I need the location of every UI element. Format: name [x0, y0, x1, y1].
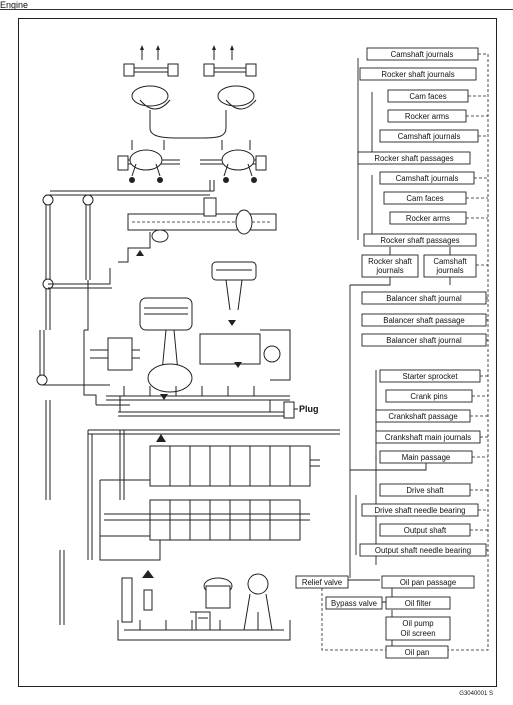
box-crankshaft-main-journals: Crankshaft main journals: [375, 430, 481, 444]
box-label: Oil pan: [405, 648, 430, 657]
box-oil-pan-passage: Oil pan passage: [381, 575, 475, 589]
header-rule: [0, 9, 513, 10]
box-rocker-shaft-journals: Rocker shaft journals: [359, 67, 477, 81]
box-label: Balancer shaft passage: [383, 316, 465, 325]
box-drive-shaft: Drive shaft: [379, 483, 471, 497]
oil-pump-filter-pan: [117, 570, 291, 641]
box-cam-faces-2: Cam faces: [383, 191, 467, 205]
box-rocker-arms-2: Rocker arms: [389, 211, 467, 225]
box-label: Rocker shaft passages: [380, 236, 459, 245]
box-label: Rocker shaft passages: [374, 154, 453, 163]
box-label: Camshaft journals: [391, 50, 454, 59]
figure-frame: [18, 18, 497, 687]
box-label-line1: Camshaft: [433, 257, 467, 266]
box-label: Crank pins: [410, 392, 447, 401]
box-label: Output shaft: [404, 526, 447, 535]
box-label: Rocker shaft journals: [381, 70, 454, 79]
flow-split-joiner: [350, 247, 451, 286]
flow-chart: Camshaft journals Rocker shaft journals …: [295, 47, 489, 659]
page-header-label: Engine: [0, 0, 29, 10]
box-label: Crankshaft main journals: [385, 433, 471, 442]
box-label: Rocker arms: [405, 112, 449, 121]
box-label: Oil filter: [405, 599, 432, 608]
box-starter-sprocket: Starter sprocket: [379, 369, 481, 383]
box-label: Cam faces: [406, 194, 443, 203]
box-label: Relief valve: [302, 578, 342, 587]
junction-fitting-2: [82, 194, 94, 206]
box-label: Crankshaft passage: [388, 412, 457, 421]
box-label: Output shaft needle bearing: [375, 546, 471, 555]
box-camshaft-journals-3: Camshaft journals: [379, 171, 475, 185]
box-label-line2: journals: [375, 266, 403, 275]
box-crank-pins: Crank pins: [385, 389, 473, 403]
box-rocker-shaft-journals-split: Rocker shaft journals: [361, 254, 419, 278]
box-rocker-shaft-passages-2: Rocker shaft passages: [363, 233, 477, 247]
box-oil-filter: Oil filter: [385, 596, 451, 610]
box-label: Oil pan passage: [400, 578, 456, 587]
cylinder-head-top-assembly: [117, 45, 267, 183]
flow-return-dashes: [321, 53, 489, 651]
box-label: Balancer shaft journal: [386, 336, 462, 345]
box-label: Bypass valve: [331, 599, 377, 608]
box-crankshaft-passage: Crankshaft passage: [375, 409, 471, 423]
box-label-oil-pump: Oil pump: [402, 619, 434, 628]
box-drive-shaft-needle-bearing: Drive shaft needle bearing: [361, 503, 479, 517]
box-label-line2: journals: [435, 266, 463, 275]
junction-fitting-1: [42, 194, 54, 206]
flow-main-passage-link: [350, 463, 427, 471]
box-main-passage: Main passage: [379, 450, 473, 464]
box-cam-faces-1: Cam faces: [387, 89, 469, 103]
box-camshaft-journals-split: Camshaft journals: [423, 254, 477, 278]
box-label: Main passage: [402, 453, 451, 462]
box-label: Camshaft journals: [396, 174, 459, 183]
junction-fitting-4: [36, 374, 48, 386]
box-balancer-shaft-journal-1: Balancer shaft journal: [361, 291, 487, 305]
box-label: Drive shaft needle bearing: [374, 506, 465, 515]
box-output-shaft: Output shaft: [379, 523, 471, 537]
box-camshaft-journals-top: Camshaft journals: [366, 47, 479, 61]
box-bypass-valve: Bypass valve: [325, 596, 383, 610]
mechanical-illustration: Plug: [36, 45, 340, 641]
transmission-assembly: [87, 429, 340, 561]
box-label: Drive shaft: [406, 486, 444, 495]
oil-line-branches: [42, 268, 130, 406]
box-label-oil-screen: Oil screen: [400, 629, 435, 638]
box-label: Cam faces: [409, 92, 446, 101]
box-balancer-shaft-journal-2: Balancer shaft journal: [361, 333, 487, 347]
box-label: Balancer shaft journal: [386, 294, 462, 303]
box-camshaft-journals-2: Camshaft journals: [379, 129, 479, 143]
camshaft-assembly: [118, 197, 277, 263]
box-output-shaft-needle-bearing: Output shaft needle bearing: [359, 543, 487, 557]
box-oil-pan: Oil pan: [385, 645, 449, 659]
plug-label: Plug: [299, 404, 319, 414]
figure-code: G3040001 S: [459, 691, 493, 697]
box-relief-valve: Relief valve: [295, 575, 349, 589]
oil-line-left-main: [39, 180, 215, 625]
box-rocker-arms-1: Rocker arms: [387, 109, 467, 123]
box-label: Camshaft journals: [398, 132, 461, 141]
box-balancer-shaft-passage: Balancer shaft passage: [361, 313, 487, 327]
box-label-line1: Rocker shaft: [368, 257, 413, 266]
crankshaft-piston-assembly: [90, 261, 295, 419]
box-label: Rocker arms: [406, 214, 450, 223]
box-rocker-shaft-passages-1: Rocker shaft passages: [357, 151, 471, 165]
box-label: Starter sprocket: [402, 372, 458, 381]
box-oil-pump-screen: Oil pump Oil screen: [385, 616, 451, 641]
